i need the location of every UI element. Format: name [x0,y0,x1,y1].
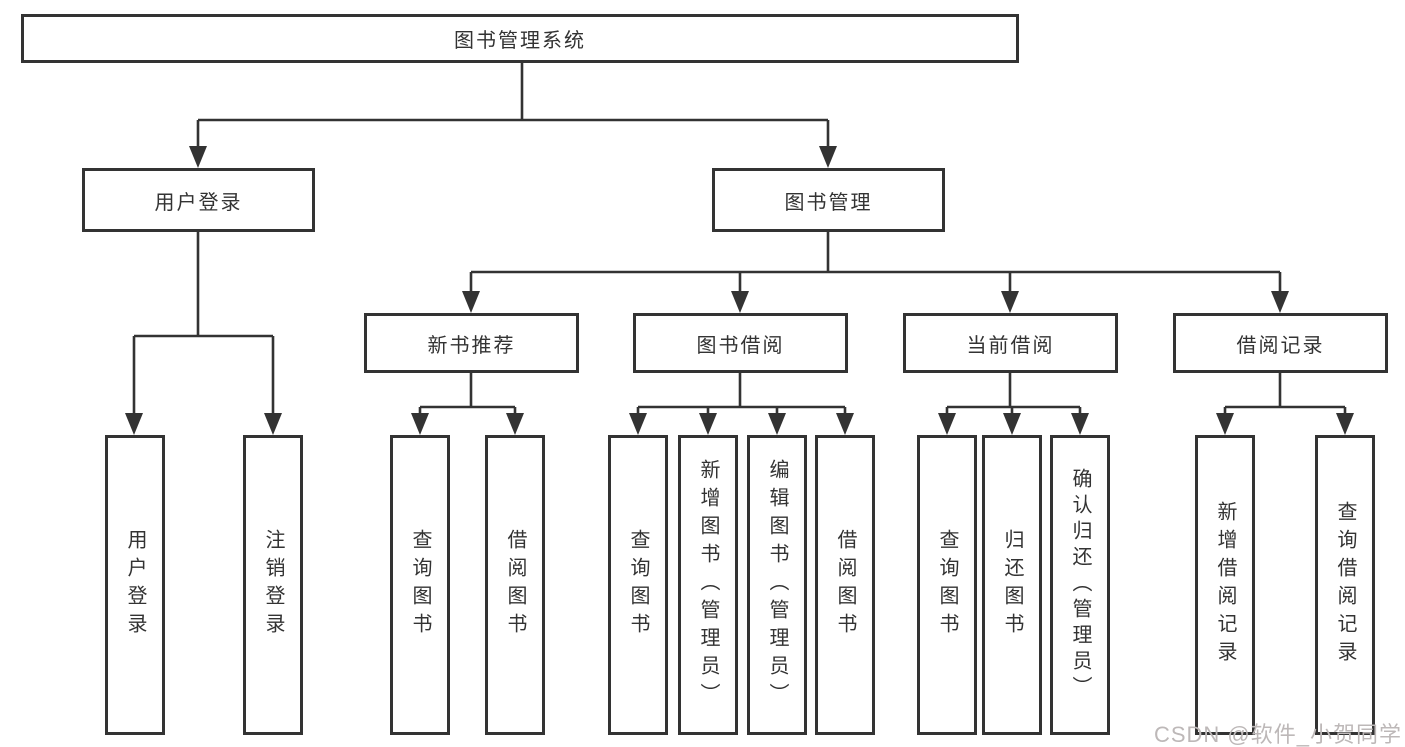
leaf-newbook-query-books-label: 查询图书 [409,529,431,641]
leaf-query-borrow-record: 查询借阅记录 [1315,435,1375,735]
leaf-add-borrow-record: 新增借阅记录 [1195,435,1255,735]
leaf-confirm-return-admin-label: 确认归还（管理员） [1069,468,1091,702]
leaf-borrow-query-books: 查询图书 [608,435,668,735]
leaf-return-books: 归还图书 [982,435,1042,735]
node-new-book-recommend-label: 新书推荐 [427,334,516,357]
node-borrow-record: 借阅记录 [1173,313,1388,373]
leaf-current-query-books: 查询图书 [917,435,977,735]
leaf-newbook-query-books: 查询图书 [390,435,450,735]
leaf-newbook-borrow-books-label: 借阅图书 [504,529,526,641]
node-user-login: 用户登录 [82,168,315,232]
leaf-add-book-admin: 新增图书（管理员） [678,435,738,735]
leaf-logout: 注销登录 [243,435,303,735]
node-root-label: 图书管理系统 [454,30,586,52]
node-book-management: 图书管理 [712,168,945,232]
leaf-query-borrow-record-label: 查询借阅记录 [1334,501,1356,669]
node-root-system: 图书管理系统 [21,14,1019,63]
leaf-borrow-books-label: 借阅图书 [834,529,856,641]
node-book-borrow-label: 图书借阅 [696,334,785,357]
leaf-borrow-books: 借阅图书 [815,435,875,735]
leaf-edit-book-admin-label: 编辑图书（管理员） [766,459,788,711]
leaf-edit-book-admin: 编辑图书（管理员） [747,435,807,735]
leaf-user-login-label: 用户登录 [124,529,146,641]
leaf-user-login: 用户登录 [105,435,165,735]
leaf-add-borrow-record-label: 新增借阅记录 [1214,501,1236,669]
node-book-management-label: 图书管理 [784,191,873,214]
leaf-newbook-borrow-books: 借阅图书 [485,435,545,735]
node-current-borrow: 当前借阅 [903,313,1118,373]
leaf-return-books-label: 归还图书 [1001,529,1023,641]
leaf-confirm-return-admin: 确认归还（管理员） [1050,435,1110,735]
leaf-add-book-admin-label: 新增图书（管理员） [697,459,719,711]
node-borrow-record-label: 借阅记录 [1236,334,1325,357]
node-book-borrow: 图书借阅 [633,313,848,373]
node-user-login-label: 用户登录 [154,191,243,214]
csdn-watermark: CSDN @软件_小贺同学 [1153,722,1402,747]
node-new-book-recommend: 新书推荐 [364,313,579,373]
leaf-current-query-books-label: 查询图书 [936,529,958,641]
leaf-borrow-query-books-label: 查询图书 [627,529,649,641]
node-current-borrow-label: 当前借阅 [966,334,1055,357]
leaf-logout-label: 注销登录 [262,529,284,641]
